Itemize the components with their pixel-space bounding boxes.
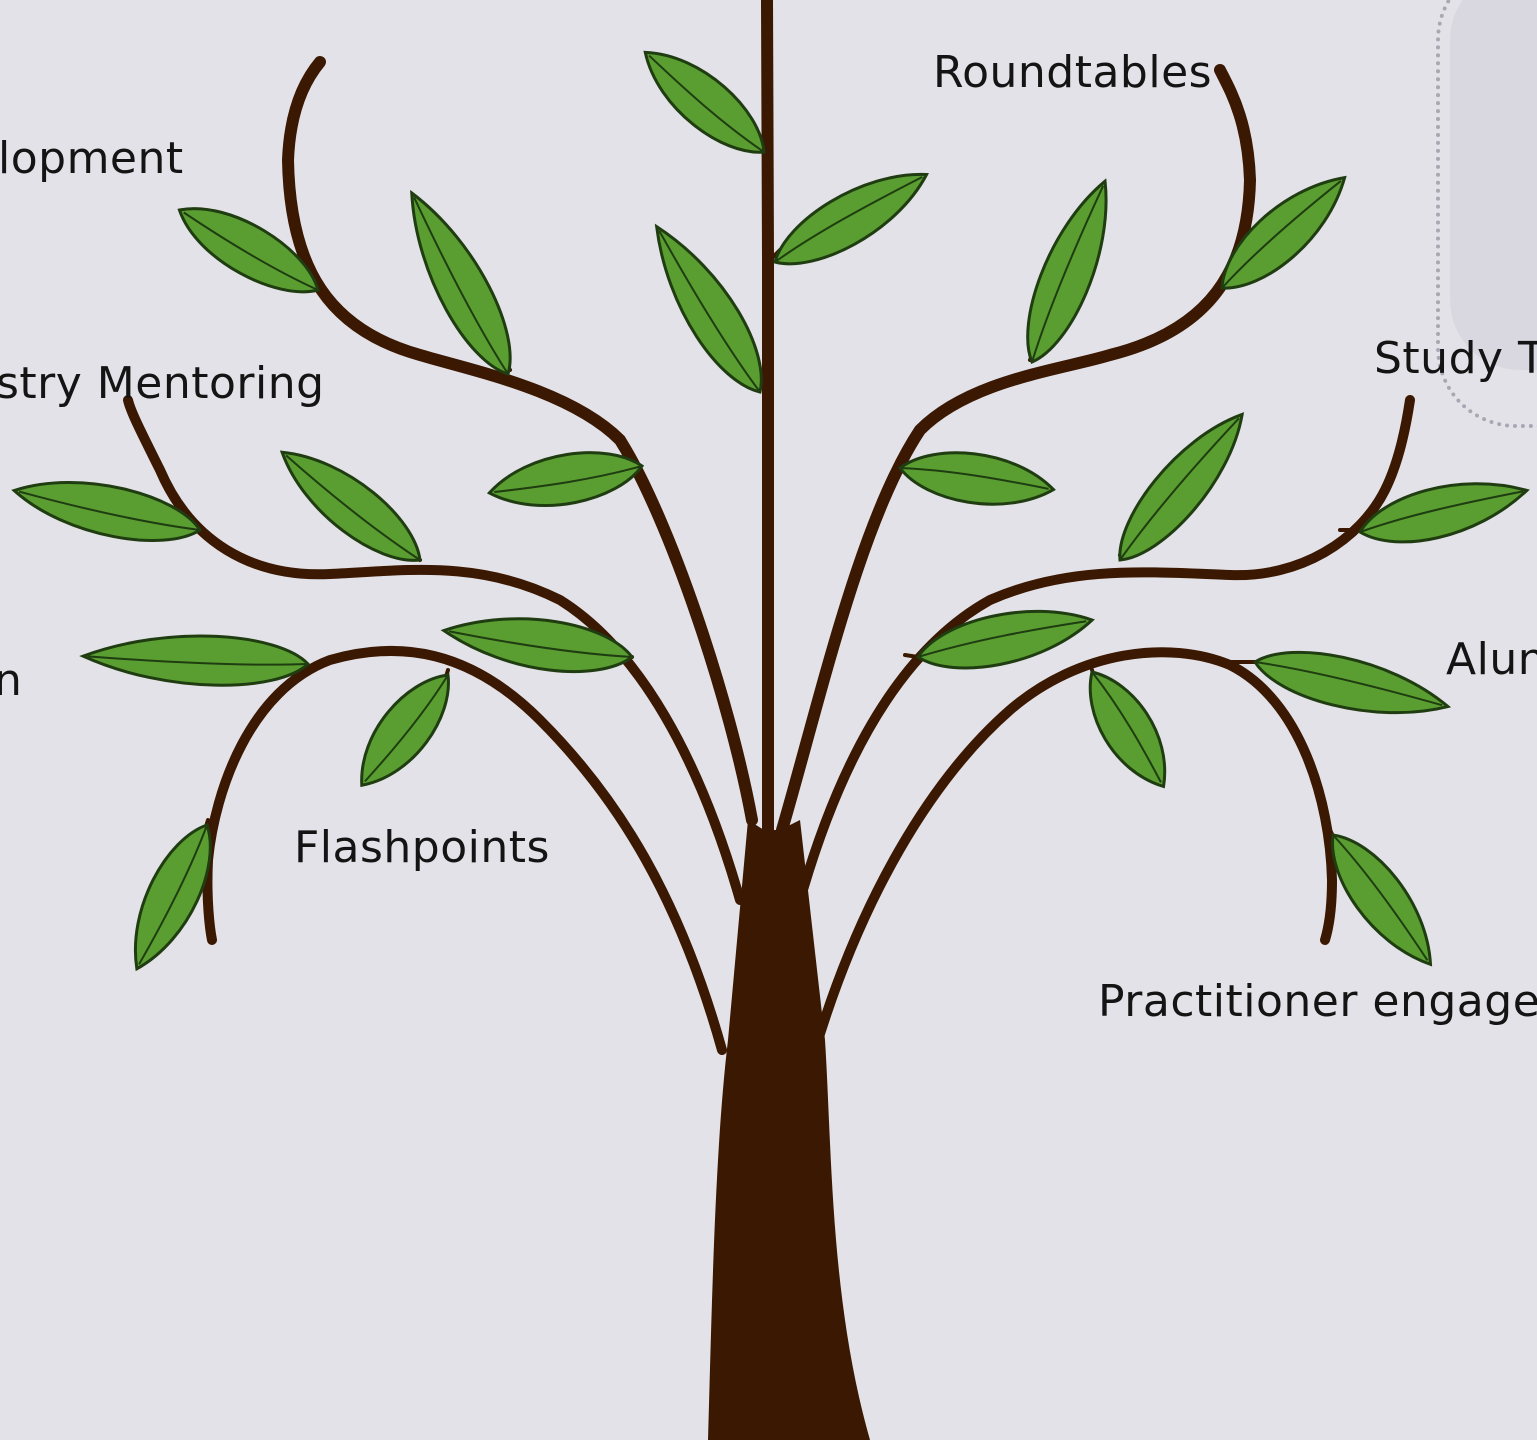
label-alumni: Alun xyxy=(1446,634,1537,685)
leaf xyxy=(1330,833,1433,967)
tree-branches xyxy=(123,0,1415,1055)
leaf xyxy=(1357,482,1530,544)
label-development: lopment xyxy=(0,133,184,184)
leaf xyxy=(177,207,320,294)
label-study: Study T xyxy=(1374,333,1537,384)
leaf xyxy=(1088,670,1167,789)
tree-leaves xyxy=(11,50,1530,972)
leaf xyxy=(897,451,1056,506)
leaf xyxy=(1220,175,1347,290)
label-left-partial: n xyxy=(0,655,23,706)
leaf xyxy=(486,451,645,507)
leaf xyxy=(134,823,212,972)
label-roundtables: Roundtables xyxy=(933,47,1213,98)
leaf xyxy=(654,223,763,394)
leaf xyxy=(643,50,766,154)
leaf xyxy=(11,480,203,542)
leaf xyxy=(440,617,635,674)
leaf xyxy=(1252,650,1452,715)
label-mentoring: stry Mentoring xyxy=(0,358,325,409)
leaf xyxy=(1118,412,1245,562)
leaf xyxy=(773,172,929,266)
leaf xyxy=(410,189,512,376)
leaf xyxy=(279,450,422,562)
leaf xyxy=(79,634,311,687)
leaf xyxy=(360,673,450,788)
tree-trunk xyxy=(708,820,870,1440)
label-practitioner: Practitioner engager xyxy=(1098,976,1537,1027)
leaf xyxy=(1026,178,1108,364)
leaf xyxy=(915,609,1095,670)
side-panel-inner xyxy=(1450,0,1537,370)
label-flashpoints: Flashpoints xyxy=(294,822,550,873)
